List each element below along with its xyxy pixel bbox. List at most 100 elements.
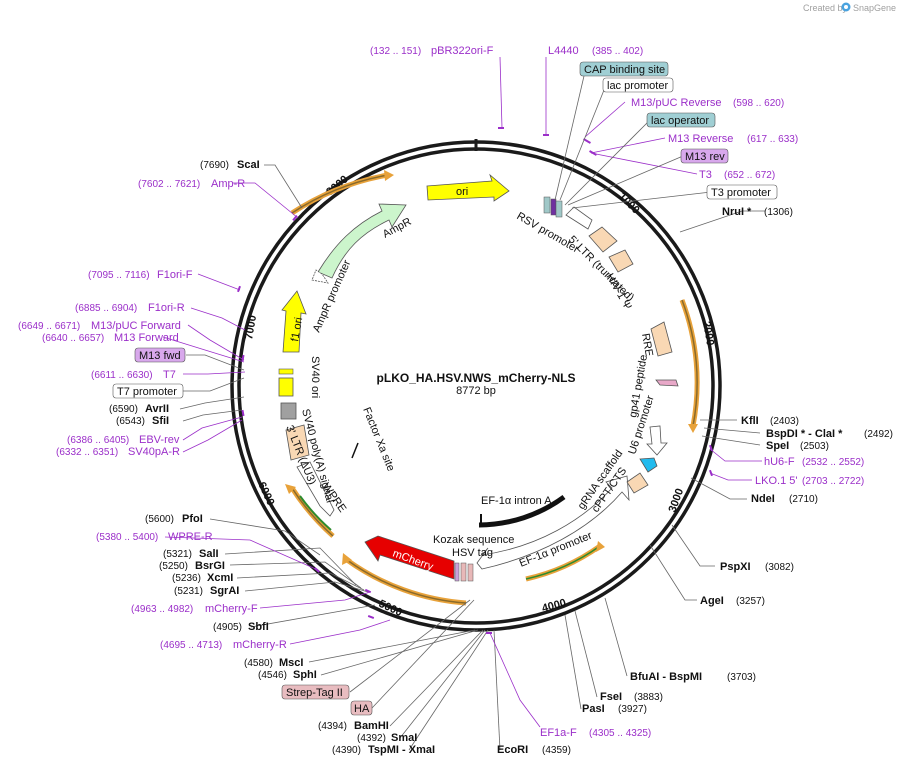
enzyme-avrii: AvrII [145,403,169,415]
primer-l4440: L4440 [548,45,579,57]
feature-strep [467,563,474,582]
enzyme-sgrai-pos: (5231) [174,586,203,597]
label-t3-promoter: T3 promoter [711,187,771,199]
enzyme-tspmi-xmai: TspMI - XmaI [368,744,435,756]
primer-mcherry-f-range: (4963 .. 4982) [131,604,193,615]
orf-arc-gag [679,299,700,427]
primer-mcherry-f: mCherry-F [205,603,258,615]
primer-amp-r: Amp-R [211,178,245,190]
primer-sv40pa-r: SV40pA-R [128,446,180,458]
enzyme-smai: SmaI [391,732,417,744]
enzyme-pspxi-pos: (3082) [765,562,794,573]
enzyme-bamhi: BamHI [354,720,389,732]
primer-ebv-rev: EBV-rev [139,434,180,446]
feature-hiv-psi [608,249,634,273]
orf-arc-wpre-inner [291,487,334,537]
orf-arrowheads [285,170,698,565]
label-kozak: Kozak sequence [433,534,514,546]
factor-xa-mark [351,442,359,459]
box-lac-promoter [602,77,674,93]
enzyme-avrii-pos: (6590) [109,404,138,415]
orf-arcs [289,172,700,606]
enzyme-sgrai: SgrAI [210,585,239,597]
feature-hsv-tag [460,562,467,582]
enzyme-bspdi-clai-pos: (2492) [864,429,893,440]
feature-ef1a-promoter-arrow [476,475,630,570]
enzyme-sfii-pos: (6543) [116,416,145,427]
primer-labels: (132 .. 151) pBR322ori-F L4440 (385 .. 4… [18,45,864,739]
feature-grna [639,457,658,473]
orf-arc-amp-inner [291,174,389,214]
label-ef1a-intron: EF-1α intron A [481,495,552,507]
primer-ebv-rev-range: (6386 .. 6405) [67,435,129,446]
enzyme-spei: SpeI [766,440,789,452]
primer-sv40pa-r-range: (6332 .. 6351) [56,447,118,458]
primer-t7-range: (6611 .. 6630) [91,370,153,381]
orf-arc-gag-inner [681,299,698,427]
primer-f1ori-r: F1ori-R [148,302,185,314]
plasmid-length: 8772 bp [456,385,496,397]
enzyme-sbfi-pos: (4905) [213,622,242,633]
enzyme-pfoi: PfoI [182,513,203,525]
snapgene-logo-icon [841,2,851,12]
enzyme-bspdi-clai: BspDI * - ClaI * [766,428,843,440]
enzyme-msci: MscI [279,657,303,669]
label-f1ori: f1 ori [289,316,305,342]
enzyme-fsei-pos: (3883) [634,692,663,703]
feature-wpre [296,461,335,517]
enzyme-scai-pos: (7690) [200,160,229,171]
feature-cppt [626,472,649,494]
boxed-leader-lines [183,75,712,709]
enzyme-agei: AgeI [700,595,724,607]
enzyme-labels: (7690) ScaI NruI * (1306) KflI (2403) Bs… [109,159,893,756]
feature-sv40-polya [280,402,297,420]
primer-m13puc-forward-range: (6649 .. 6671) [18,321,80,332]
label-rre: RRE [639,332,655,357]
primer-t3-range: (652 .. 672) [724,170,775,181]
enzyme-ndei: NdeI [751,493,775,505]
label-factor-xa: Factor Xa site [360,406,397,473]
primer-f1ori-f-range: (7095 .. 7116) [88,270,150,281]
box-m13-fwd [134,347,186,363]
feature-rre [650,321,673,357]
feature-5ltr [588,226,618,253]
feature-sv40-ori [278,377,294,397]
enzyme-sbfi: SbfI [248,621,269,633]
enzyme-kfli: KflI [741,415,759,427]
enzyme-bfuai-bspmi-pos: (3703) [727,672,756,683]
primer-m13puc-reverse-range: (598 .. 620) [733,98,784,109]
box-m13-rev [680,148,729,164]
primer-t7: T7 [163,369,176,381]
orf-arc-ef1a-inner [525,545,601,580]
feature-sv40-small [278,368,294,375]
primer-l4440-range: (385 .. 402) [592,46,643,57]
primer-f1ori-r-range: (6885 .. 6904) [75,303,137,314]
enzyme-kfli-pos: (2403) [770,416,799,427]
box-ha [350,700,373,716]
label-t7-promoter: T7 promoter [117,386,177,398]
primer-m13-reverse: M13 Reverse [668,133,733,145]
primer-t3: T3 [699,169,712,181]
primer-f1ori-f: F1ori-F [157,269,193,281]
enzyme-smai-pos: (4392) [357,733,386,744]
enzyme-xcmi: XcmI [207,572,233,584]
feature-cap-cluster [543,196,563,218]
enzyme-pasi-pos: (3927) [618,704,647,715]
label-lac-operator: lac operator [651,115,709,127]
enzyme-bsrgi: BsrGI [195,560,225,572]
primer-hu6-f: hU6-F [764,456,795,468]
primer-m13-forward: M13 Forward [114,332,179,344]
primer-pbr322ori-f: pBR322ori-F [431,45,494,57]
enzyme-msci-pos: (4580) [244,658,273,669]
feature-ori-arrow [426,173,510,202]
tick-labels: 1000 2000 3000 4000 5000 6000 7000 8000 [243,173,716,619]
enzyme-tspmi-xmai-pos: (4390) [332,745,361,756]
primer-mcherry-r-range: (4695 .. 4713) [160,640,222,651]
primer-wpre-r-range: (5380 .. 5400) [96,532,158,543]
enzyme-leader-lines [179,164,765,751]
enzyme-sphi: SphI [293,669,317,681]
feature-ampr-promoter-arrow [311,269,329,284]
label-sv40-ori: SV40 ori [309,356,321,398]
primer-ef1a-f: EF1a-F [540,727,577,739]
